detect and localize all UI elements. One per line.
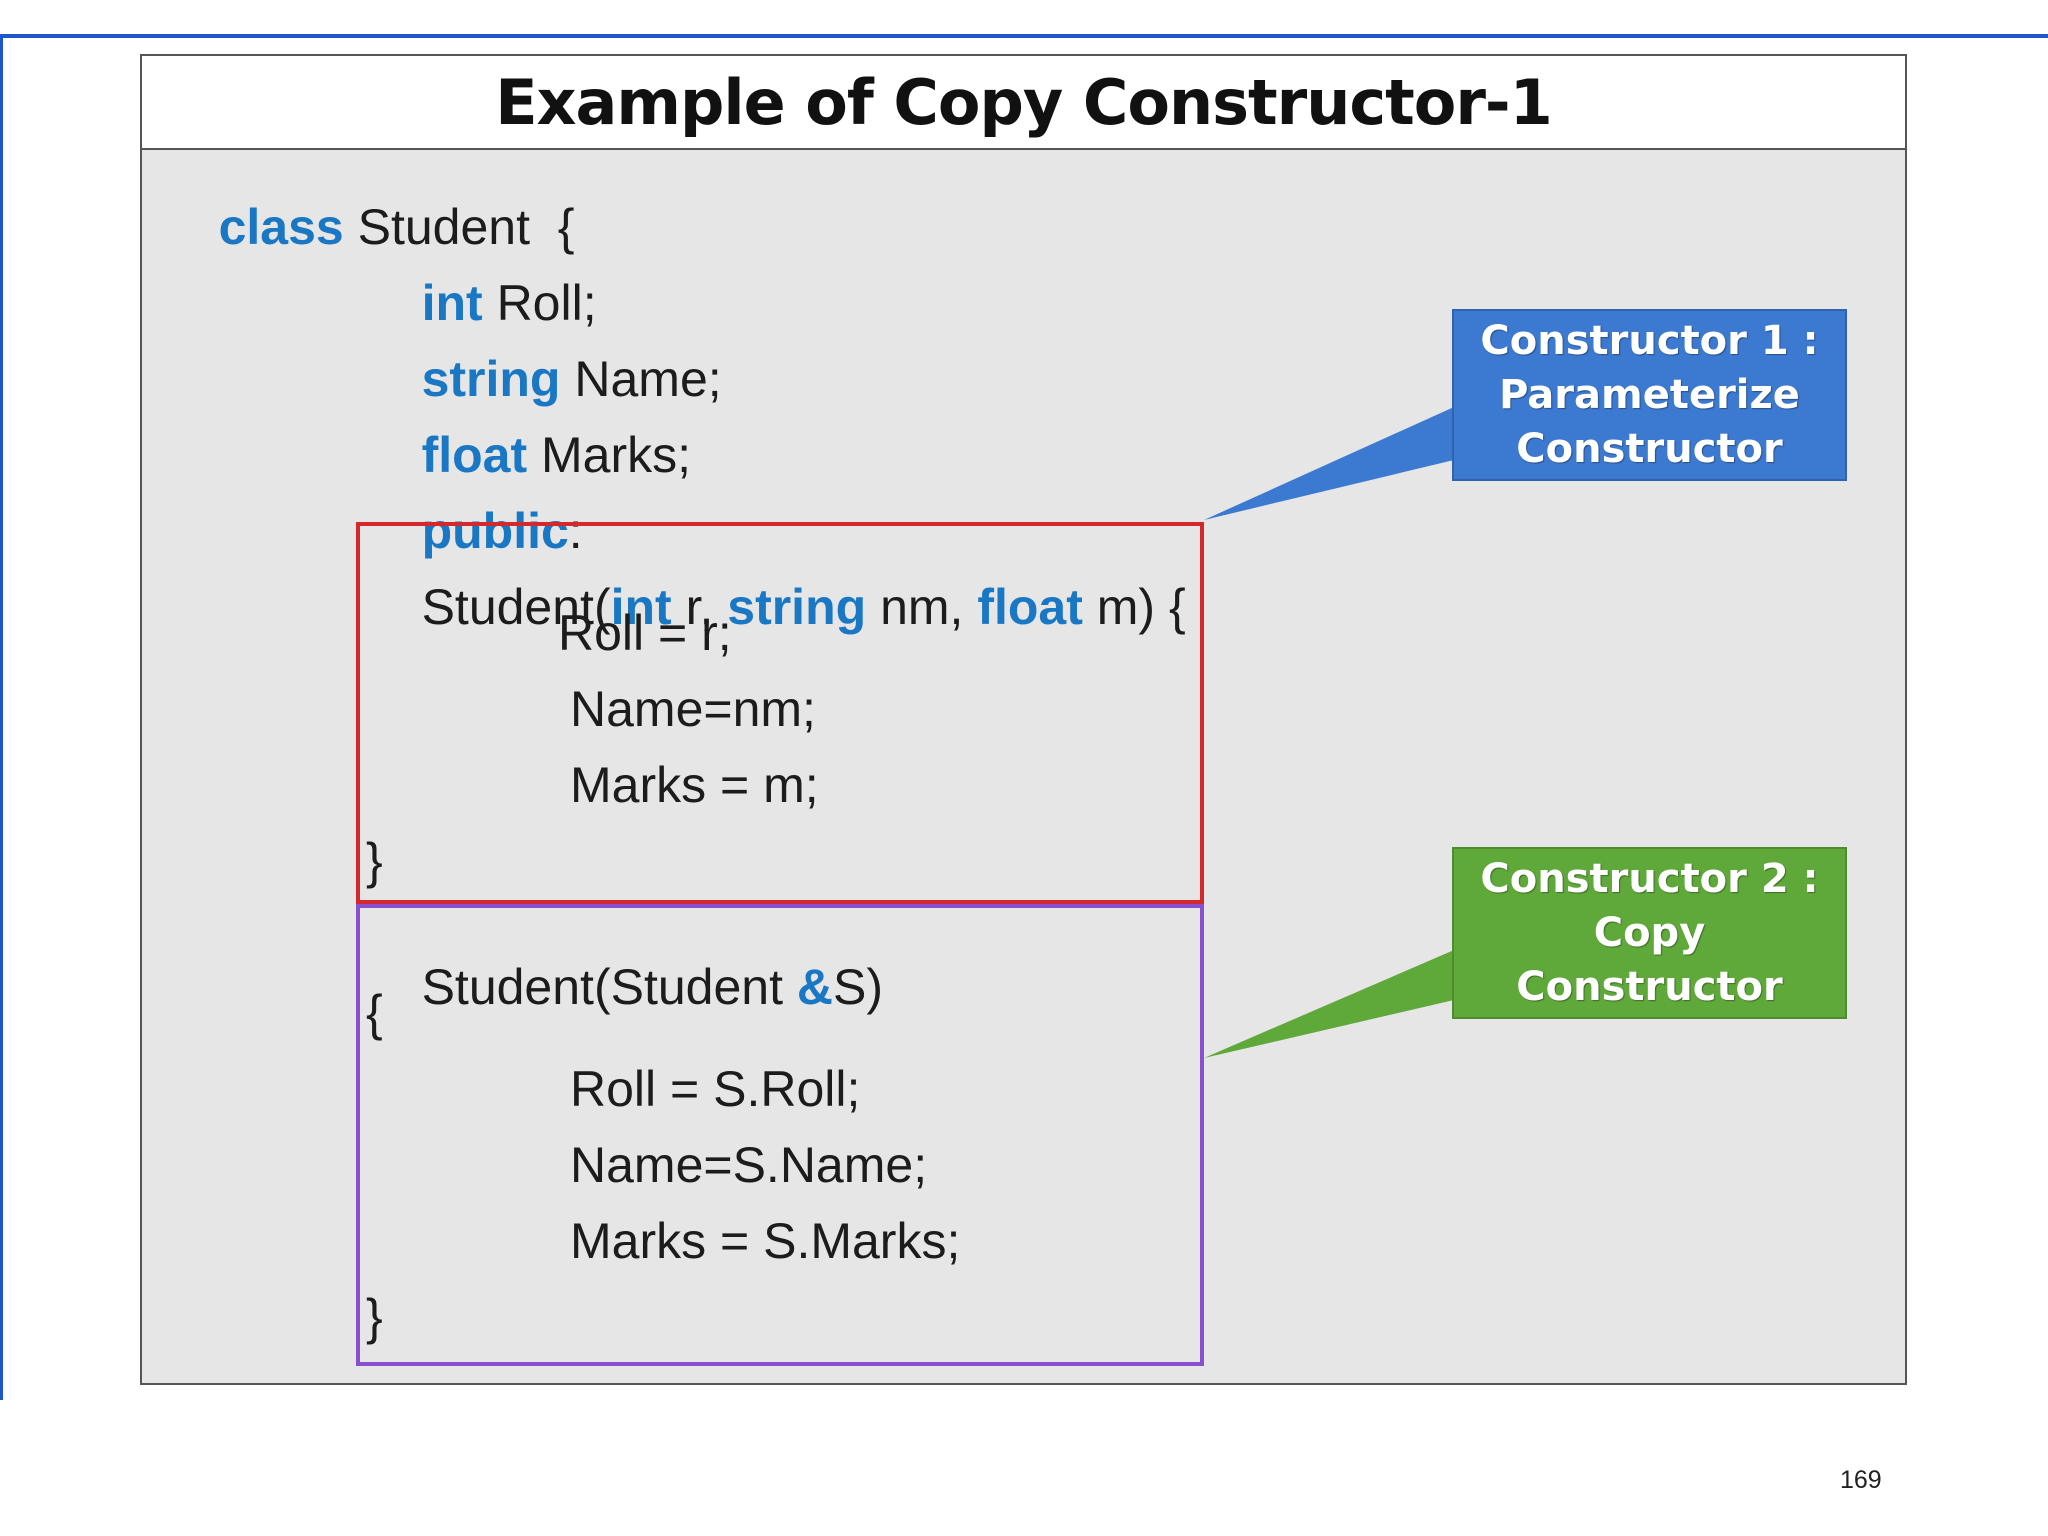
keyword-type: string: [421, 351, 561, 407]
top-accent-rule: [0, 34, 2048, 38]
code-line-ctor2-open: {: [366, 985, 383, 1041]
code-line-public: public:: [366, 456, 583, 606]
code-line-ctor2-body: Roll = S.Roll;: [570, 1061, 861, 1117]
code-line-ctor2-close: }: [366, 1289, 383, 1345]
code-line-ctor2-body: Name=S.Name;: [570, 1137, 928, 1193]
keyword-type: int: [610, 579, 672, 635]
code-line-ctor1-body: Roll = r;: [558, 605, 732, 661]
constructor2-highlight-box: [356, 904, 1204, 1366]
callout-line: Constructor: [1516, 964, 1783, 1010]
code-line-field-marks: float Marks;: [366, 380, 691, 530]
ctor2-name: Student(Student: [421, 959, 797, 1015]
keyword-type: float: [421, 427, 528, 483]
code-line-field-roll: int Roll;: [366, 228, 597, 378]
field-name: Marks;: [527, 427, 692, 483]
callout-line: Copy: [1593, 910, 1706, 956]
field-name: Name;: [560, 351, 722, 407]
param-name: m) {: [1082, 579, 1186, 635]
keyword-type: float: [977, 579, 1083, 635]
callout-line: Constructor: [1516, 426, 1783, 472]
param-name: nm,: [866, 579, 978, 635]
left-accent-rule: [0, 36, 3, 1400]
keyword-class: class: [218, 199, 344, 255]
code-line-class-decl: class Student {: [163, 152, 575, 302]
page-number: 169: [1840, 1466, 1882, 1494]
code-line-ctor2-signature: Student(Student &S): [366, 912, 883, 1062]
reference-symbol: &: [796, 959, 833, 1015]
callout-line: Constructor 2 :: [1480, 856, 1819, 902]
ctor2-param: S): [832, 959, 883, 1015]
code-line-ctor2-body: Marks = S.Marks;: [570, 1213, 961, 1269]
keyword-type: string: [727, 579, 867, 635]
code-line-field-name: string Name;: [366, 304, 722, 454]
ctor1-name: Student(: [421, 579, 611, 635]
code-line-ctor1-close: }: [366, 833, 383, 889]
callout-line: Constructor 1 :: [1480, 318, 1819, 364]
slide-title: Example of Copy Constructor-1: [495, 65, 1553, 139]
keyword-public: public: [421, 503, 569, 559]
field-name: Roll;: [482, 275, 597, 331]
code-line-ctor1-body: Name=nm;: [570, 681, 816, 737]
code-line-ctor1-body: Marks = m;: [570, 757, 819, 813]
code-line-ctor1-signature: Student(int r, string nm, float m) {: [366, 532, 1186, 682]
access-colon: :: [568, 503, 583, 559]
slide-frame: Example of Copy Constructor-1: [140, 54, 1907, 1385]
constructor1-highlight-box: [356, 522, 1204, 904]
callout-constructor-1: Constructor 1 : Parameterize Constructor: [1452, 309, 1847, 481]
callout-constructor-2: Constructor 2 : Copy Constructor: [1452, 847, 1847, 1019]
keyword-type: int: [421, 275, 483, 331]
title-bar: Example of Copy Constructor-1: [142, 56, 1905, 150]
callout-line: Parameterize: [1499, 372, 1800, 418]
param-name: r,: [671, 579, 728, 635]
class-name: Student {: [343, 199, 575, 255]
